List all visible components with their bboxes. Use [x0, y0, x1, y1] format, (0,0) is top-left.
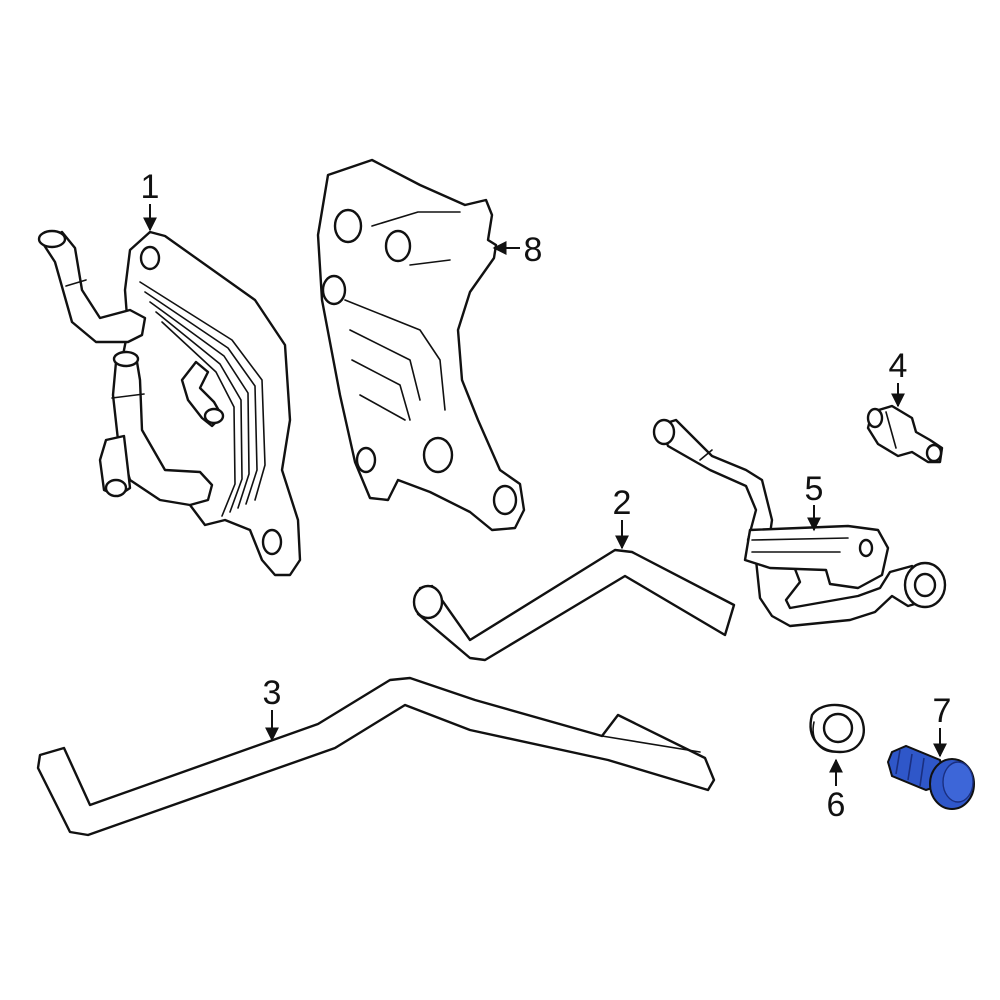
part-5-pipe-assembly[interactable] — [652, 418, 947, 628]
callout-5: 5 — [805, 470, 824, 508]
callout-2: 2 — [613, 484, 632, 522]
part-4-connector[interactable] — [866, 404, 944, 464]
part-7-bolt[interactable] — [886, 744, 975, 810]
callout-3: 3 — [263, 674, 282, 712]
callout-8: 8 — [524, 231, 543, 269]
callout-6: 6 — [827, 786, 846, 824]
part-8-bracket[interactable] — [316, 158, 526, 532]
callout-1: 1 — [141, 168, 160, 206]
callout-4: 4 — [889, 347, 908, 385]
part-1-oil-cooler[interactable] — [37, 229, 302, 577]
part-6-washer[interactable] — [809, 703, 865, 754]
callout-7: 7 — [933, 692, 952, 730]
part-3-long-hose[interactable] — [36, 676, 716, 837]
part-2-hose[interactable] — [412, 548, 736, 662]
